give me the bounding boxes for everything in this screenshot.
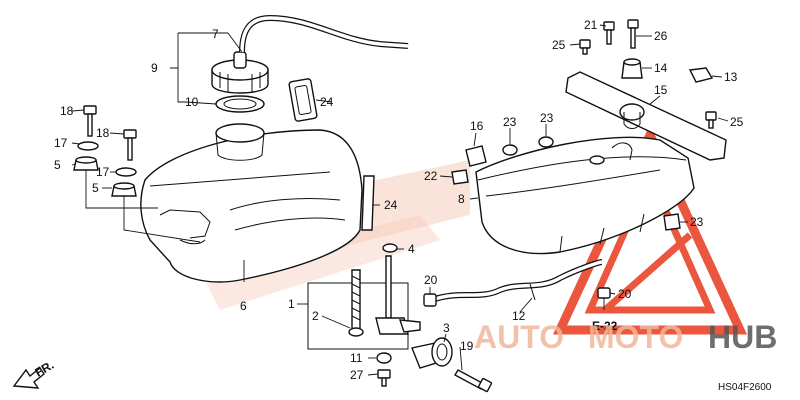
watermark-text: AUTO MOTO HUB <box>474 319 777 355</box>
callout-10: 10 <box>185 95 199 109</box>
callout-16: 16 <box>470 119 484 133</box>
watermark-hub: HUB <box>708 319 777 355</box>
nut-11 <box>376 352 392 364</box>
bolt-25a <box>579 39 591 55</box>
callout-24-lower: 24 <box>384 198 398 212</box>
callout-27: 27 <box>350 368 364 382</box>
callout-25-right: 25 <box>730 115 744 129</box>
callout-18-upper: 18 <box>60 104 74 118</box>
filler-cap <box>211 51 269 94</box>
clip-23a <box>502 144 518 156</box>
tank-clip-upper <box>288 78 318 122</box>
clip-16 <box>465 145 487 167</box>
callout-1: 1 <box>288 297 295 311</box>
leader-lines <box>71 24 729 376</box>
callout-3: 3 <box>443 321 450 335</box>
watermark-stroke <box>602 232 693 313</box>
fuel-hose <box>430 259 603 303</box>
callout-5-lower: 5 <box>92 181 99 195</box>
callout-13: 13 <box>724 70 738 84</box>
clip-23c <box>663 213 681 231</box>
valve-gasket-4 <box>382 243 398 253</box>
bolt-21 <box>603 21 615 45</box>
rubber-14 <box>621 58 643 79</box>
callout-8: 8 <box>458 192 465 206</box>
rubber-5-lower <box>111 182 137 197</box>
callout-5-upper: 5 <box>54 158 61 172</box>
callout-18-lower: 18 <box>96 126 110 140</box>
callout-22: 22 <box>424 169 438 183</box>
callout-17-lower: 17 <box>96 165 110 179</box>
bolt-18-lower <box>123 129 137 161</box>
cap-gasket <box>215 95 265 113</box>
callout-2: 2 <box>312 309 319 323</box>
clip-22 <box>451 169 469 185</box>
bolt-18-upper <box>83 105 97 137</box>
bolt-26 <box>627 19 639 49</box>
callout-20-right: 20 <box>618 287 632 301</box>
callout-11: 11 <box>350 351 363 365</box>
callout-19: 19 <box>460 339 474 353</box>
callout-7: 7 <box>212 27 219 41</box>
bolt-27 <box>377 369 391 387</box>
watermark-auto: AUTO <box>474 319 564 355</box>
fuel-tank <box>140 123 363 283</box>
callout-17-upper: 17 <box>54 136 68 150</box>
clip-23b <box>538 136 554 148</box>
callout-4: 4 <box>408 242 415 256</box>
hose-clip-20a <box>423 293 437 307</box>
callout-14: 14 <box>654 61 668 75</box>
bolt-25b <box>705 111 717 129</box>
hose-clip-20b <box>597 287 611 299</box>
callout-24-upper: 24 <box>320 95 334 109</box>
watermark-moto: MOTO <box>588 319 683 355</box>
tank-stay <box>565 71 727 161</box>
valve-knob <box>411 337 453 369</box>
tank-tray <box>475 136 695 255</box>
washer-17-upper <box>77 141 99 151</box>
callout-23-left: 23 <box>503 115 517 129</box>
callout-23-mid: 23 <box>540 111 554 125</box>
breather-tube <box>239 14 409 53</box>
callout-9: 9 <box>151 61 158 75</box>
callout-15: 15 <box>654 83 668 97</box>
fuel-valve-assy <box>307 243 421 350</box>
callout-12: 12 <box>512 309 526 323</box>
callout-23-right: 23 <box>690 215 704 229</box>
front-direction-arrow: FR. <box>12 358 56 389</box>
washer-17-lower <box>115 167 137 177</box>
callout-21: 21 <box>584 18 598 32</box>
tank-strap-lower <box>361 175 375 231</box>
callout-6: 6 <box>240 299 247 313</box>
clip-13 <box>688 67 714 83</box>
screw-19 <box>454 369 493 393</box>
reference-e22: E-22 <box>592 319 618 333</box>
rubber-5-upper <box>73 156 99 171</box>
callout-25-left: 25 <box>552 38 566 52</box>
callout-numbers: 7 9 10 24 18 17 5 18 17 5 6 24 4 1 2 3 1… <box>54 18 744 382</box>
callout-20-left: 20 <box>424 273 438 287</box>
diagram-code: HS04F2600 <box>718 382 772 393</box>
callout-26: 26 <box>654 29 668 43</box>
